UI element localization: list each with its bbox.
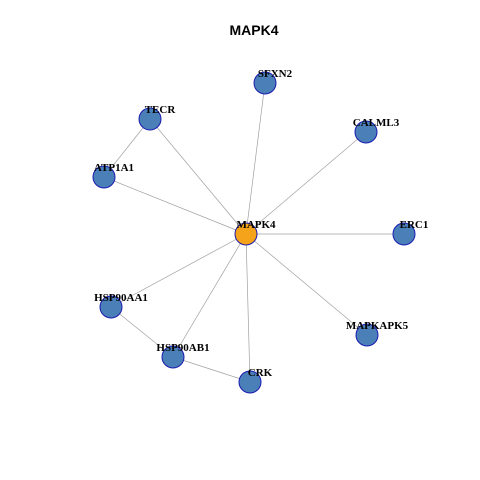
node-mapk4 — [234, 222, 258, 246]
edge-mapk4-mapkapk5 — [245, 233, 368, 336]
edge-hsp90aa1-hsp90ab1 — [110, 306, 174, 358]
edge-mapk4-hsp90ab1 — [172, 233, 247, 358]
edge-mapk4-calml3 — [245, 131, 367, 235]
node-label-erc1: ERC1 — [400, 219, 429, 231]
node-label-mapkapk5: MAPKAPK5 — [346, 320, 409, 332]
node-label-hsp90aa1: HSP90AA1 — [94, 292, 148, 304]
edge-mapk4-tecr — [149, 118, 247, 235]
diagram-title: MAPK4 — [229, 22, 278, 38]
node-label-mapk4: MAPK4 — [236, 219, 276, 231]
node-label-atp1a1: ATP1A1 — [94, 162, 134, 174]
edge-tecr-atp1a1 — [103, 118, 151, 178]
node-label-sfxn2: SFXN2 — [258, 68, 293, 80]
node-hsp90ab1 — [161, 345, 185, 369]
node-erc1 — [392, 222, 416, 246]
edge-mapk4-crk — [245, 233, 251, 383]
node-crk — [238, 370, 262, 394]
node-mapkapk5 — [355, 323, 379, 347]
node-label-tecr: TECR — [145, 104, 177, 116]
node-tecr — [138, 107, 162, 131]
node-sfxn2 — [253, 71, 277, 95]
edge-mapk4-atp1a1 — [103, 176, 247, 235]
node-calml3 — [354, 120, 378, 144]
node-atp1a1 — [92, 165, 116, 189]
node-label-calml3: CALML3 — [353, 117, 400, 129]
edge-mapk4-sfxn2 — [245, 82, 266, 235]
node-label-crk: CRK — [248, 367, 273, 379]
node-label-hsp90ab1: HSP90AB1 — [156, 342, 209, 354]
node-hsp90aa1 — [99, 295, 123, 319]
edge-hsp90ab1-crk — [172, 356, 251, 383]
edge-mapk4-hsp90aa1 — [110, 233, 247, 308]
edge-layer — [103, 82, 404, 383]
node-layer — [92, 71, 416, 394]
